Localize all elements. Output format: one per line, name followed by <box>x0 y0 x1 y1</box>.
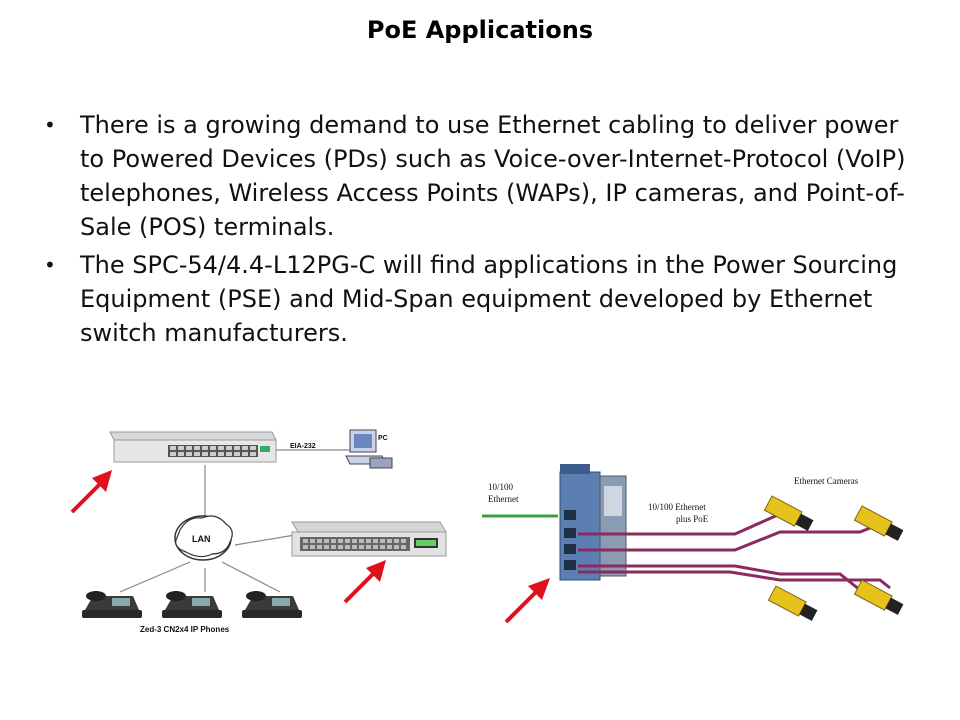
camera-icon <box>853 505 904 541</box>
bullet-text: The SPC-54/4.4-L12PG-C will find applica… <box>80 251 898 347</box>
lan-label: LAN <box>192 534 211 544</box>
cameras-label: Ethernet Cameras <box>794 476 859 486</box>
bullet-text: There is a growing demand to use Etherne… <box>80 111 906 241</box>
lan-poe-diagram: EIA-232 PC LAN <box>70 429 447 634</box>
bullet-item: • The SPC-54/4.4-L12PG-C will find applic… <box>40 248 920 350</box>
slide-title: PoE Applications <box>366 16 594 44</box>
camera-icon <box>853 579 904 615</box>
arrow-icon <box>343 560 386 604</box>
bullet-icon: • <box>44 253 56 277</box>
arrow-icon <box>70 470 112 514</box>
industrial-switch-icon <box>559 464 627 581</box>
poe-label-2: plus PoE <box>676 514 709 524</box>
bullet-icon: • <box>44 113 56 137</box>
ip-phone-icon <box>82 591 142 618</box>
camera-icon <box>767 585 818 621</box>
camera-icon <box>763 495 814 531</box>
bullet-list: • There is a growing demand to use Ethern… <box>40 108 920 354</box>
ethernet-in-label-1: 10/100 <box>488 482 514 492</box>
ethernet-in-label-2: Ethernet <box>488 494 519 504</box>
poe-switch-icon <box>109 431 277 463</box>
ip-phone-icon <box>162 591 222 618</box>
eia232-label: EIA-232 <box>290 443 316 450</box>
poe-label-1: 10/100 Ethernet <box>648 502 706 512</box>
poe-camera-diagram: 10/100 Ethernet 10/100 Ethernet plus PoE… <box>482 464 904 624</box>
lan-cloud-icon <box>174 515 233 561</box>
pc-icon <box>345 429 393 469</box>
bullet-item: • There is a growing demand to use Ethern… <box>40 108 920 244</box>
ip-phones-label: Zed-3 CN2x4 IP Phones <box>140 625 230 634</box>
ip-phone-icon <box>242 591 302 618</box>
network-links <box>119 449 350 593</box>
arrow-icon <box>504 578 550 624</box>
midspan-panel-icon <box>291 521 447 557</box>
pc-label: PC <box>378 435 388 442</box>
